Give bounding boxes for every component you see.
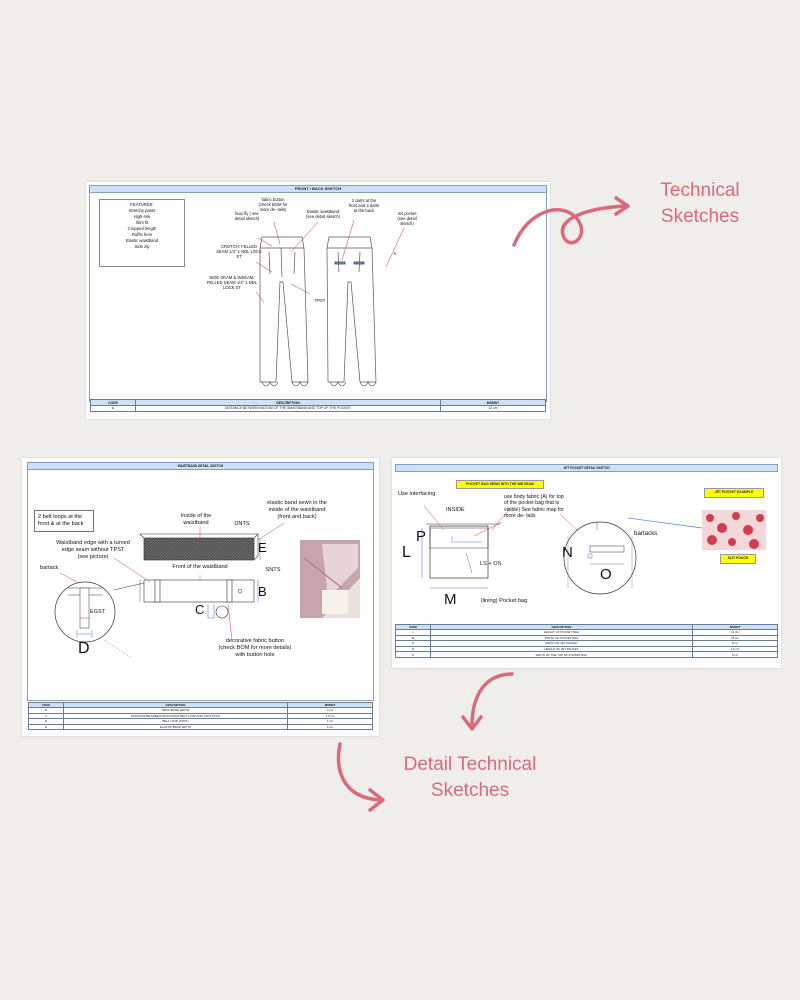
sheet-header: FRONT / BACK SKETCH	[89, 185, 547, 193]
waistband-drawing	[54, 522, 360, 659]
curly-arrow-icon	[512, 196, 630, 247]
jet-pocket-example-label: JET POCKET EXAMPLE	[704, 488, 764, 498]
measure-l-label: L	[402, 544, 411, 561]
front-back-sketch-sheet: FRONT / BACK SKETCH FEATURES: Stretchy p…	[86, 182, 550, 419]
measure-o-label: O	[600, 566, 612, 583]
callout-ls-os: LS + OS	[480, 561, 502, 567]
measure-d-label: D	[78, 640, 90, 657]
callout-side-seam: SIDE SEAM & INSEAM: FELLED SEAM 1/4" 1 N…	[206, 275, 258, 290]
features-box: FEATURES: Stretchy pants High-rise Slim …	[99, 199, 185, 267]
callout-dnts: DNTS	[234, 521, 250, 527]
caption-detail-technical-sketches: Detail Technical Sketches	[403, 754, 537, 801]
col-msmnt: MSMNT	[287, 702, 373, 708]
measure-m-label: M	[444, 591, 457, 608]
jet-pocket-drawing	[421, 505, 766, 595]
callout-decorative-button: decorative fabric button (check BOM for …	[218, 638, 292, 658]
feature-item: Cropped length	[127, 226, 157, 231]
callout-body-fabric: use body fabric (A) for top of the pocke…	[504, 494, 564, 520]
callout-bartacks: bartacks	[634, 530, 658, 537]
col-msmnt: MSMNT	[692, 624, 778, 630]
waistband-detail-sheet: WAISTBAND DETAIL SKETCH 2 belt loops at …	[22, 458, 379, 736]
caption-technical-sketches: Technical Sketches	[660, 180, 740, 227]
callout-waistband-edge: Waistband edge with a turned edge seam w…	[56, 540, 130, 560]
feature-item: Side zip	[134, 244, 150, 249]
feature-item: Slim fit	[135, 220, 149, 225]
callout-tpst: TPST	[314, 298, 326, 303]
callout-faux-fly: faux fly ( see detail sketch)	[234, 211, 260, 221]
pocket-bag-note: POCKET BAG SEWN INTO THE WB SEAM	[456, 480, 544, 489]
curved-arrow-icon	[461, 672, 514, 731]
callout-darts: 2 darts at the front and 2 darts at the …	[348, 198, 380, 213]
callout-use-interfacing: Use interfacing	[398, 491, 436, 497]
jet-pocket-detail-sheet: JET POCKET DETAIL SKETCH POCKET BAG SEWN…	[392, 458, 781, 668]
measure-p-label: P	[416, 528, 427, 545]
callout-elastic-waistband: Elastic waistband (see detail sketch)	[306, 209, 340, 219]
callout-crotch: CROTCH: FELLED SEAM 1/4" 1 NDL LOCK ST	[216, 244, 262, 259]
measure-n-label: N	[562, 544, 573, 561]
col-msmnt: MSMNT	[440, 399, 546, 406]
callout-front-waistband: Front of the waistband	[172, 564, 228, 570]
curved-arrow-icon	[336, 742, 385, 812]
feature-item: Stretchy pants	[128, 208, 156, 213]
slit-pouch-label: SLIT POUCH	[720, 554, 756, 564]
feature-item: High-rise	[133, 214, 151, 219]
sheet1-spec-table: CODE DESCRIPTION MSMNT A DISTANCE BETWEE…	[90, 399, 546, 412]
callout-egst: EGST	[90, 609, 106, 615]
measure-a-label: A	[393, 251, 397, 256]
sheet-header: JET POCKET DETAIL SKETCH	[395, 464, 778, 472]
callout-fabric-button: fabric button (check BOM for more de- ta…	[258, 197, 288, 212]
features-title: FEATURES:	[130, 202, 154, 207]
feature-item: Elastic waistband	[125, 238, 159, 243]
measure-b-label: B	[258, 584, 267, 599]
callout-inside: INSIDE	[446, 507, 465, 513]
belt-loops-box: 2 belt loops at the front & at the back	[34, 510, 94, 532]
callout-snts: SNTS	[265, 567, 281, 573]
callout-elastic-band: elastic band sewn in the inside of the w…	[267, 500, 327, 520]
sheet-frame	[27, 468, 374, 701]
callout-lining: (lining) Pocket bag	[480, 598, 528, 604]
sheet-header: WAISTBAND DETAIL SKETCH	[27, 462, 374, 470]
feature-item: Ruffle hem	[131, 232, 153, 237]
table-row: A DISTANCE BETWEEN BOTOM OF THE WAISTBAN…	[90, 405, 546, 412]
callout-bartack: bartack	[40, 565, 59, 571]
measure-c-label: C	[195, 602, 205, 617]
callout-inside-waistband: Inside of the waistband	[180, 513, 212, 526]
callout-jet-pocket: Jet pocket (see detail sketch)	[397, 211, 417, 226]
pants-front-back-drawing	[255, 219, 405, 387]
measure-e-label: E	[258, 540, 267, 555]
